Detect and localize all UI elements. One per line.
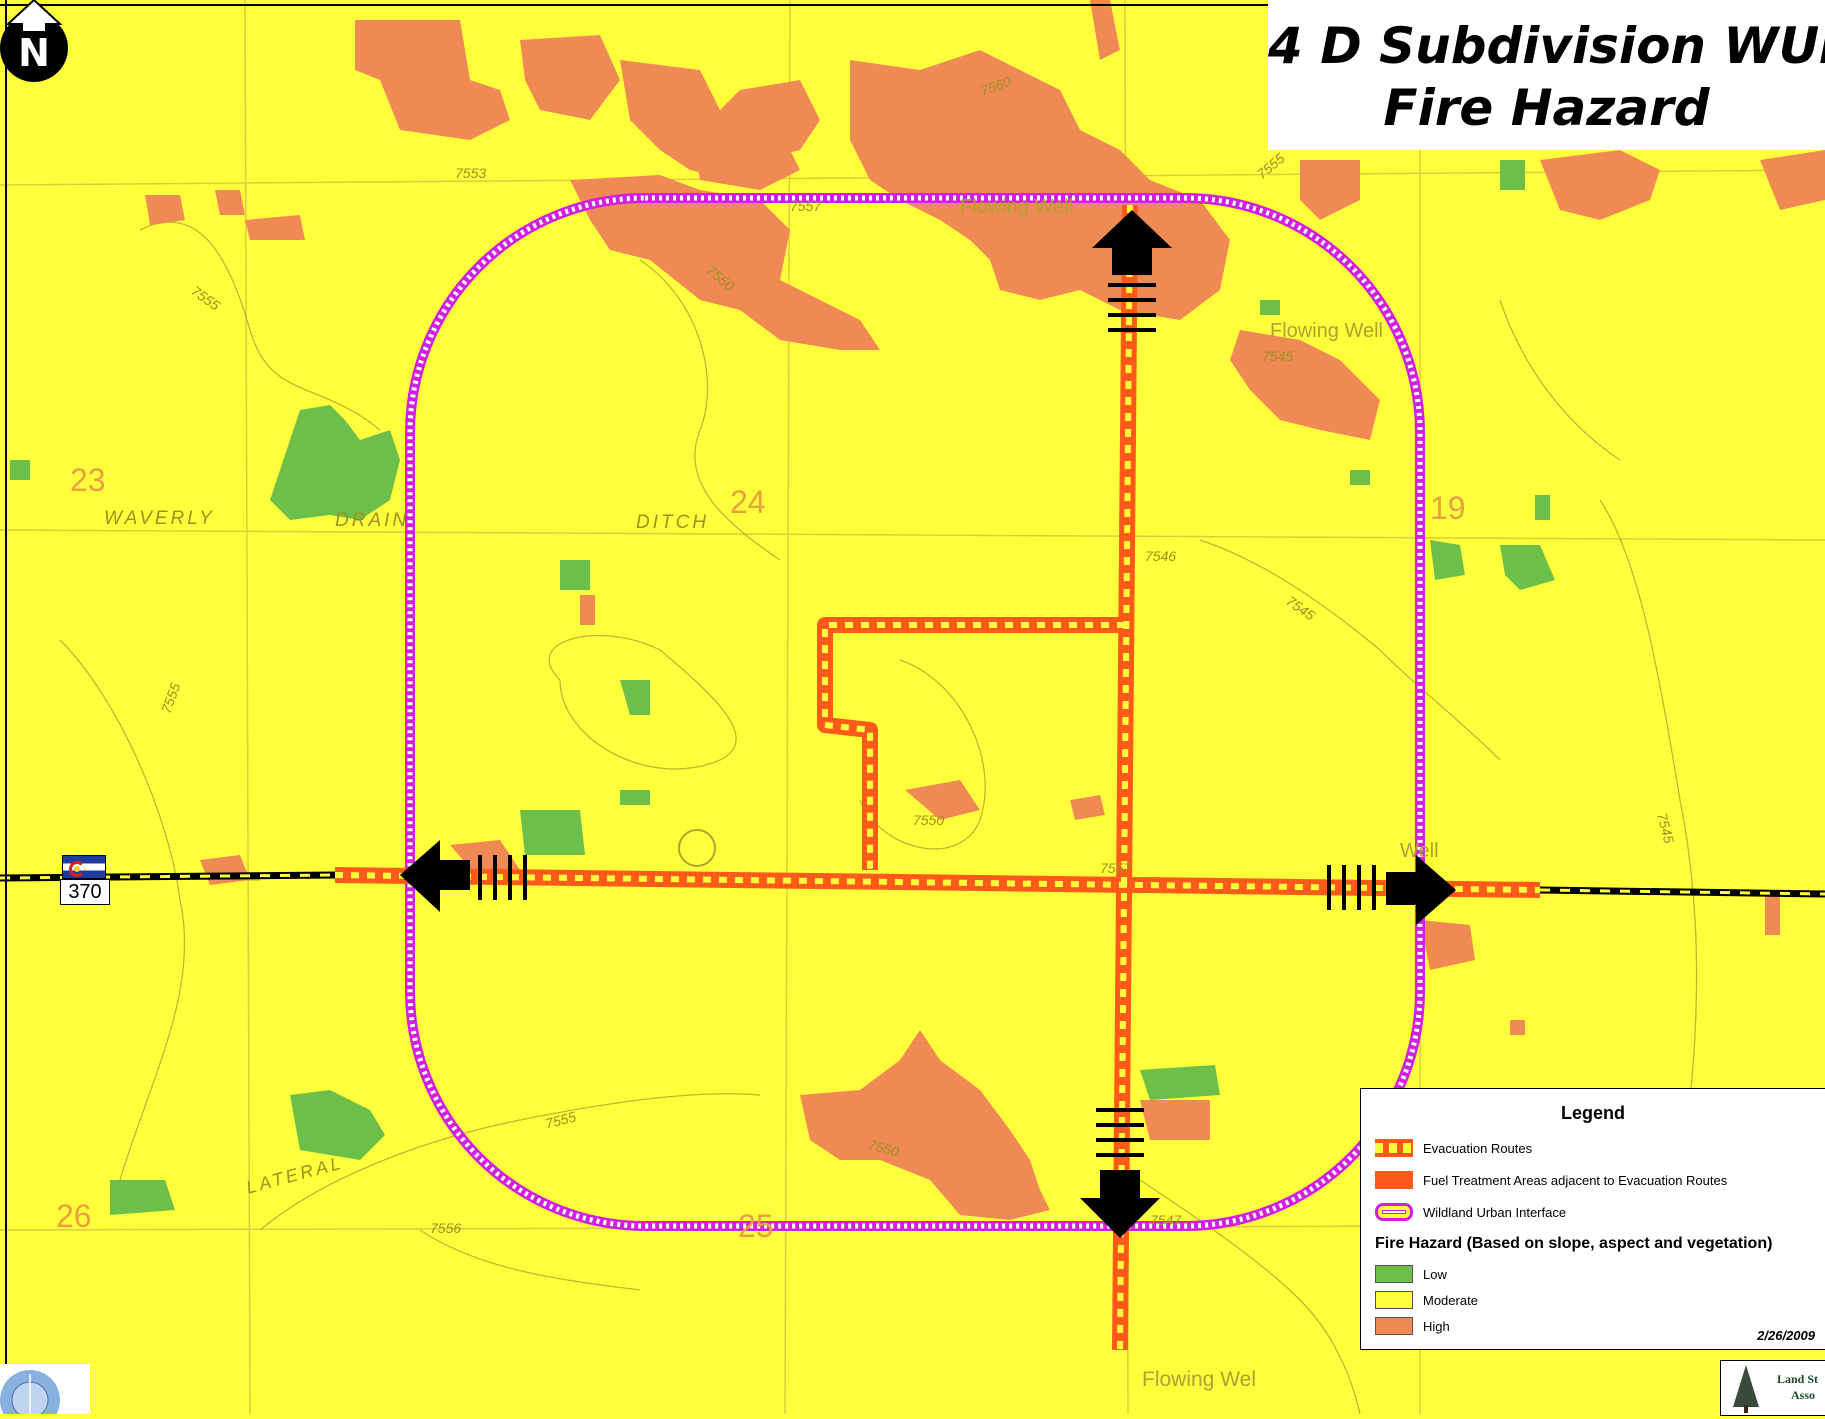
elevation-label: 7553: [455, 165, 487, 181]
section-number-19: 19: [1430, 490, 1466, 526]
legend-item-label: Moderate: [1423, 1292, 1478, 1308]
legend-hazard-moderate: Moderate: [1375, 1289, 1478, 1311]
legend-item-fuel-treatment: Fuel Treatment Areas adjacent to Evacuat…: [1375, 1169, 1727, 1191]
legend-hazard-high: High: [1375, 1315, 1450, 1337]
elevation-label: 7546: [1145, 548, 1177, 564]
section-number-24: 24: [730, 484, 766, 520]
place-label-well: Well: [1400, 840, 1439, 862]
legend-item-label: Low: [1423, 1266, 1447, 1282]
legend-item-label: Evacuation Routes: [1423, 1140, 1533, 1156]
fuel-treatment-swatch: [1375, 1171, 1413, 1189]
evacuation-arrow-east: [1327, 855, 1456, 925]
place-label-waverly: WAVERLY: [104, 508, 215, 529]
place-label-flowing-well-east: Flowing Well: [1270, 320, 1383, 342]
legend-hazard-low: Low: [1375, 1263, 1447, 1285]
fire-hazard-subtitle: Fire Hazard (Based on slope, aspect and …: [1375, 1235, 1773, 1252]
moderate-hazard-swatch: [1375, 1291, 1413, 1309]
section-number-26: 26: [56, 1198, 92, 1234]
evacuation-arrow-south: [1080, 1108, 1160, 1238]
place-label-flowing-well-south: Flowing Wel: [1142, 1368, 1256, 1391]
north-letter: N: [18, 31, 50, 75]
evacuation-routes: [334, 204, 1541, 1351]
logo-text: Land St Asso: [1777, 1371, 1818, 1403]
section-number-23: 23: [70, 462, 106, 498]
highway-number: 370: [60, 879, 110, 905]
compass-rose-icon: [0, 1370, 60, 1419]
elevation-label: 7550: [913, 812, 945, 828]
highway-shield-icon: 370: [60, 855, 110, 905]
map-date: 2/26/2009: [1757, 1328, 1815, 1343]
elevation-label: 7557: [790, 198, 822, 214]
legend-item-label: Fuel Treatment Areas adjacent to Evacuat…: [1423, 1172, 1728, 1188]
logo-text-line1: Land St: [1777, 1372, 1819, 1386]
map-title-line1: 4 D Subdivision WUI: [1268, 17, 1825, 75]
place-label-ditch: DITCH: [636, 512, 710, 533]
place-label-flowing-well-north: Flowing Well: [960, 196, 1073, 218]
colorado-flag-icon: [62, 855, 106, 879]
low-hazard-areas: [10, 160, 1555, 1215]
high-hazard-swatch: [1375, 1317, 1413, 1335]
legend-item-label: Wildland Urban Interface: [1423, 1204, 1567, 1220]
elevation-label: 7556: [430, 1220, 462, 1236]
section-number-25: 25: [738, 1208, 774, 1244]
map-legend: Legend Evacuation Routes Fuel Treatment …: [1360, 1088, 1825, 1350]
evacuation-route-swatch: [1375, 1139, 1413, 1157]
wildland-urban-interface-boundary: [405, 193, 1425, 1231]
elevation-label: 7547: [1150, 1212, 1182, 1228]
wui-swatch: [1375, 1203, 1413, 1221]
elevation-label: 7545: [1262, 348, 1294, 364]
evacuation-arrow-north: [1092, 210, 1172, 332]
highway-370-circle-marker: [678, 829, 716, 867]
highway-370-road: [0, 871, 1825, 898]
north-arrow-icon: N: [0, 0, 68, 82]
legend-title: Legend: [1560, 1103, 1625, 1123]
pine-tree-icon: [1733, 1365, 1759, 1413]
compass-logo: [0, 1364, 90, 1419]
place-label-drain: DRAIN: [335, 510, 410, 531]
elevation-label: 7557: [1100, 860, 1132, 876]
evacuation-arrow-west: [400, 840, 527, 912]
land-stewardship-logo: Land St Asso: [1720, 1360, 1825, 1416]
legend-item-evacuation-routes: Evacuation Routes: [1375, 1137, 1532, 1159]
low-hazard-swatch: [1375, 1265, 1413, 1283]
map-title-line2: Fire Hazard: [1383, 79, 1710, 137]
legend-item-wui: Wildland Urban Interface: [1375, 1201, 1566, 1223]
map-title-box: 4 D Subdivision WUI Fire Hazard: [1268, 0, 1825, 150]
logo-text-line2: Asso: [1791, 1388, 1816, 1402]
legend-item-label: High: [1423, 1318, 1450, 1334]
